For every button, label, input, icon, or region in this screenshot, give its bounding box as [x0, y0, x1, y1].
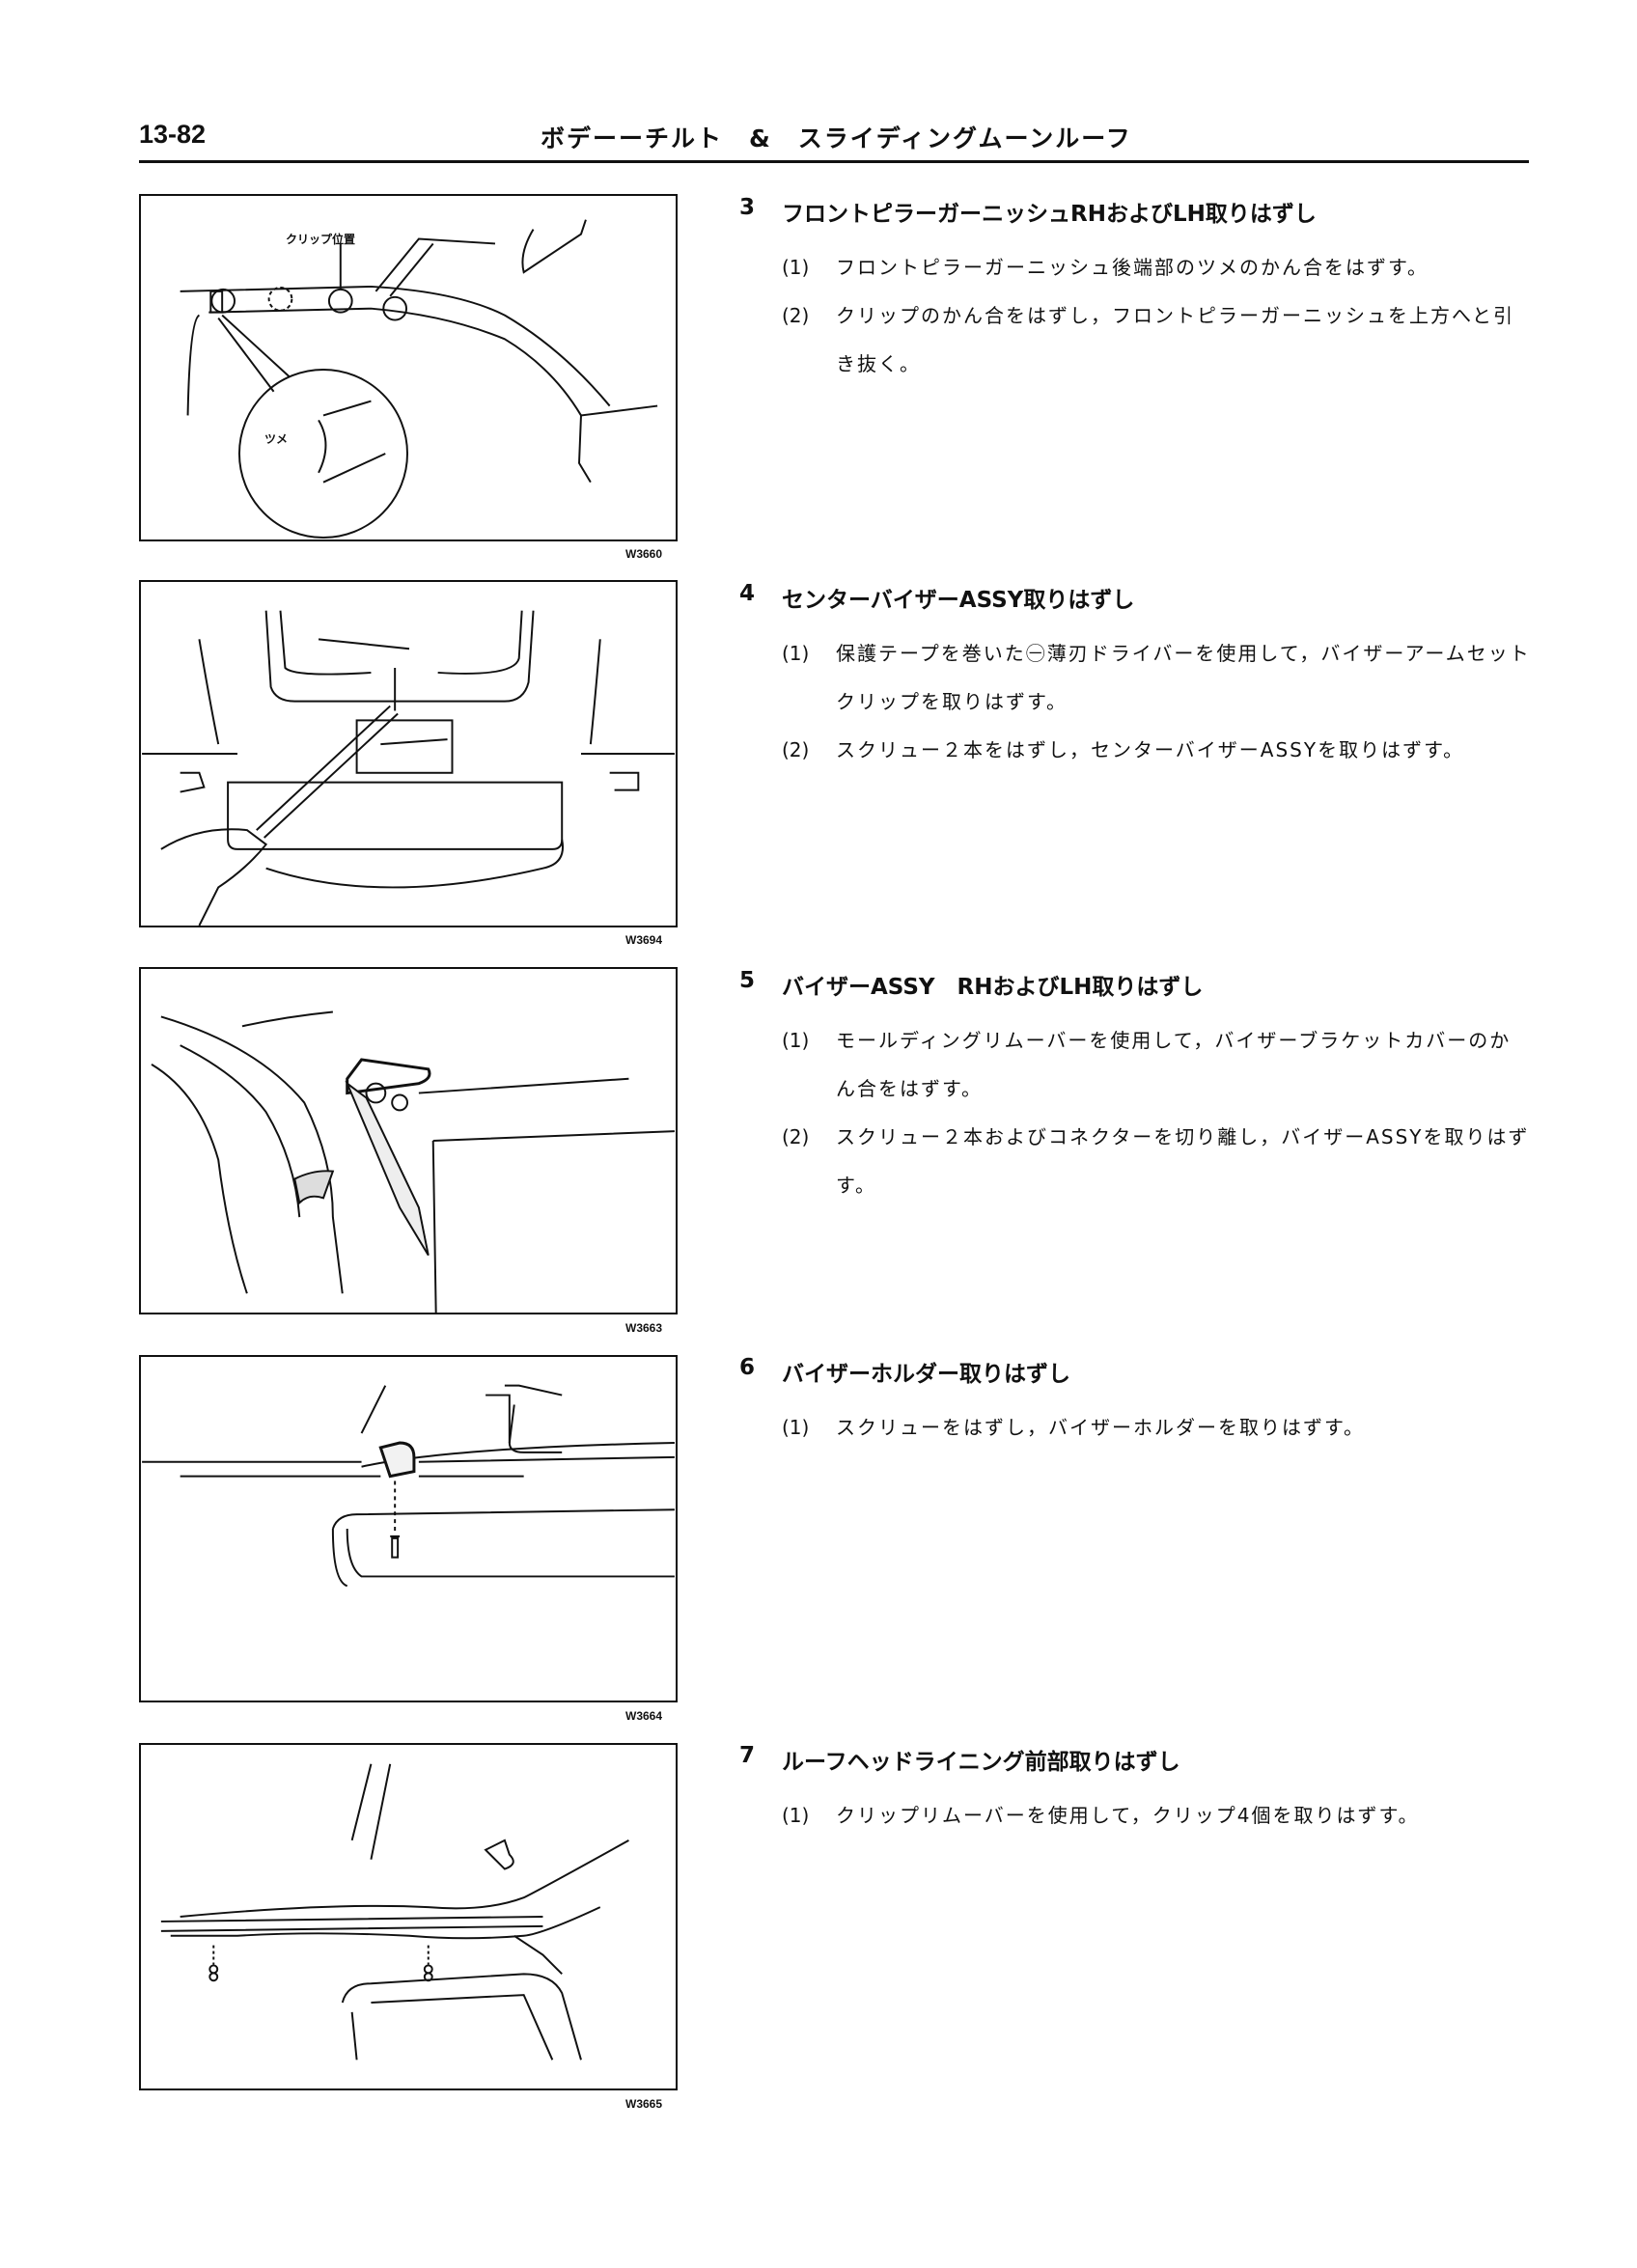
step-text: クリップリムーバーを使用して，クリップ4個を取りはずす。	[836, 1804, 1420, 1827]
step-number: (1)	[782, 642, 810, 665]
section-title: バイザーホルダー取りはずし	[782, 1362, 1070, 1387]
clip-position-label: クリップ位置	[286, 233, 356, 246]
figure-front-pillar-garnish: クリップ位置 ツメ	[139, 194, 678, 541]
section-6: 6 バイザーホルダー取りはずし (1) スクリューをはずし，バイザーホルダーを取りは…	[739, 1355, 1531, 1452]
section-heading: 5 バイザーASSY RHおよびLH取りはずし	[739, 968, 1531, 1001]
step-text: フロントピラーガーニッシュ後端部のツメのかん合をはずす。	[836, 256, 1429, 279]
figure-code: W3694	[625, 933, 663, 947]
step-number: (1)	[782, 1804, 810, 1827]
figure-roof-headlining	[139, 1743, 678, 2090]
section-title: センターバイザーASSY取りはずし	[782, 588, 1135, 613]
step-item: (2) クリップのかん合をはずし，フロントピラーガーニッシュを上方へと引き抜く。	[739, 291, 1531, 388]
section-number: 4	[739, 581, 756, 606]
step-item: (1) フロントピラーガーニッシュ後端部のツメのかん合をはずす。	[739, 243, 1531, 291]
step-number: (2)	[782, 1125, 810, 1148]
step-number: (1)	[782, 1416, 810, 1439]
step-text: 保護テープを巻いた㊀薄刃ドライバーを使用して，バイザーアームセットクリップを取り…	[836, 642, 1531, 713]
step-text: モールディングリムーバーを使用して，バイザーブラケットカバーのかん合をはずす。	[836, 1029, 1512, 1100]
step-text: スクリューをはずし，バイザーホルダーを取りはずす。	[836, 1416, 1365, 1439]
step-number: (2)	[782, 738, 810, 761]
section-number: 7	[739, 1743, 756, 1768]
step-text: クリップのかん合をはずし，フロントピラーガーニッシュを上方へと引き抜く。	[836, 304, 1514, 375]
step-number: (2)	[782, 304, 810, 327]
figure-visor-holder	[139, 1355, 678, 1702]
roof-headlining-illustration	[160, 1763, 629, 2061]
step-item: (2) スクリュー２本およびコネクターを切り離し，バイザーASSYを取りはずす。	[739, 1113, 1531, 1209]
step-item: (1) 保護テープを巻いた㊀薄刃ドライバーを使用して，バイザーアームセットクリップ…	[739, 629, 1531, 726]
section-number: 5	[739, 968, 756, 993]
step-number: (1)	[782, 256, 810, 279]
section-number: 3	[739, 195, 756, 220]
section-title: ルーフヘッドライニング前部取りはずし	[782, 1750, 1180, 1775]
center-visor-illustration	[142, 610, 675, 926]
section-title: バイザーASSY RHおよびLH取りはずし	[782, 975, 1204, 1000]
figure-visor-assy	[139, 967, 678, 1314]
figure-code: W3663	[625, 1321, 663, 1335]
step-number: (1)	[782, 1029, 810, 1052]
figure-code: W3665	[625, 2097, 663, 2111]
step-item: (1) スクリューをはずし，バイザーホルダーを取りはずす。	[739, 1403, 1531, 1452]
front-pillar-illustration	[180, 219, 658, 539]
header-rule	[139, 160, 1529, 163]
visor-holder-illustration	[142, 1384, 675, 1588]
claw-label: ツメ	[264, 432, 289, 446]
step-text: スクリュー２本をはずし，センターバイザーASSYを取りはずす。	[836, 738, 1465, 761]
section-4: 4 センターバイザーASSY取りはずし (1) 保護テープを巻いた㊀薄刃ドライバーを…	[739, 581, 1531, 774]
step-item: (2) スクリュー２本をはずし，センターバイザーASSYを取りはずす。	[739, 726, 1531, 774]
visor-assy-illustration	[151, 1010, 675, 1313]
figure-center-visor	[139, 580, 678, 927]
step-item: (1) クリップリムーバーを使用して，クリップ4個を取りはずす。	[739, 1791, 1531, 1839]
figure-code: W3660	[625, 547, 663, 561]
section-heading: 6 バイザーホルダー取りはずし	[739, 1355, 1531, 1388]
section-number: 6	[739, 1355, 756, 1380]
section-heading: 3 フロントピラーガーニッシュRHおよびLH取りはずし	[739, 195, 1531, 228]
page-title: ボデーーチルト & スライディングムーンルーフ	[541, 124, 1132, 152]
section-heading: 4 センターバイザーASSY取りはずし	[739, 581, 1531, 614]
section-3: 3 フロントピラーガーニッシュRHおよびLH取りはずし (1) フロントピラーガーニ…	[739, 195, 1531, 388]
section-heading: 7 ルーフヘッドライニング前部取りはずし	[739, 1743, 1531, 1776]
section-7: 7 ルーフヘッドライニング前部取りはずし (1) クリップリムーバーを使用して，クリ…	[739, 1743, 1531, 1839]
step-text: スクリュー２本およびコネクターを切り離し，バイザーASSYを取りはずす。	[836, 1125, 1530, 1197]
figure-code: W3664	[625, 1709, 663, 1723]
step-item: (1) モールディングリムーバーを使用して，バイザーブラケットカバーのかん合をはず…	[739, 1016, 1531, 1113]
page-number: 13-82	[139, 120, 207, 149]
section-5: 5 バイザーASSY RHおよびLH取りはずし (1) モールディングリムーバーを使…	[739, 968, 1531, 1209]
section-title: フロントピラーガーニッシュRHおよびLH取りはずし	[782, 202, 1317, 227]
